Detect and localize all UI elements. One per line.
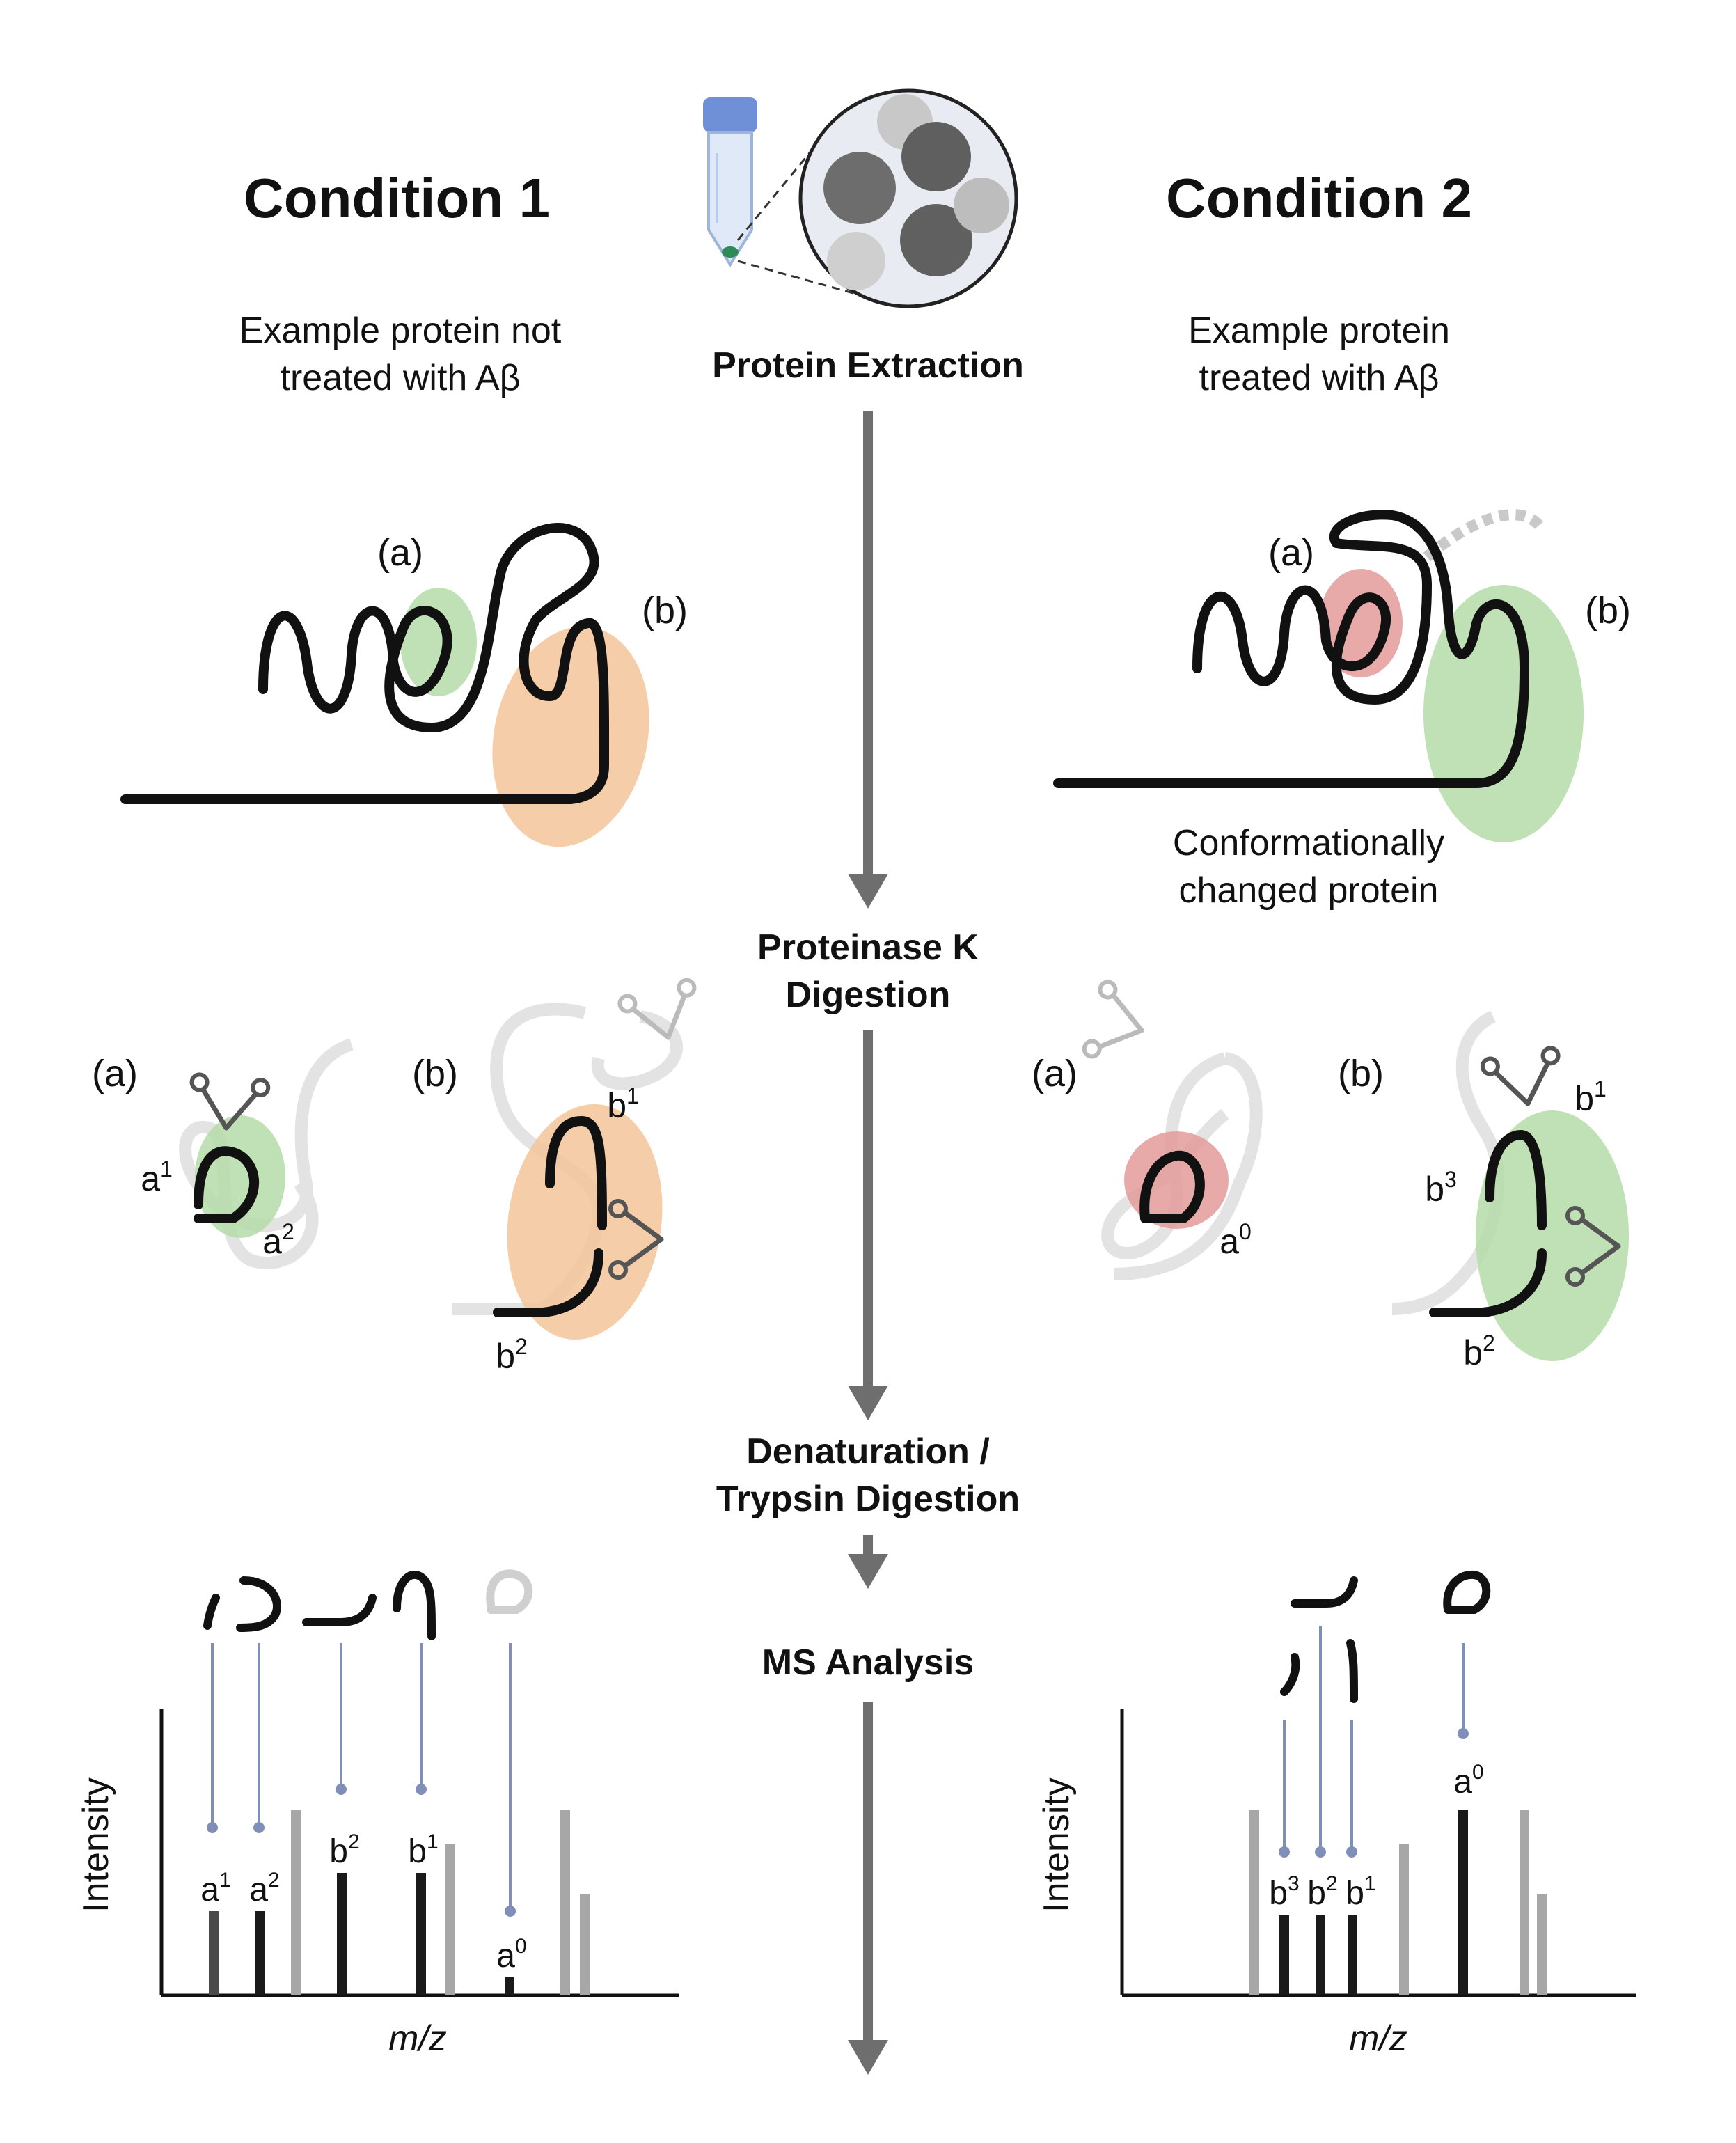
bar-label-b3: b3 [1269, 1872, 1299, 1912]
step-proteinase-k-line1: Proteinase K [757, 927, 979, 968]
bar-a1 [209, 1911, 219, 1995]
bar-grey [580, 1894, 590, 1995]
bar-grey [1537, 1894, 1547, 1995]
pk-cond2-region-b: (b) b1 b3 b2 [1338, 1010, 1629, 1372]
bar-a2 [255, 1911, 265, 1995]
protein-aggregate-icon [798, 88, 1018, 308]
pk-cond1-region-b: (b) b1 b2 [412, 978, 705, 1376]
bar-label-a1: a1 [200, 1869, 230, 1908]
y-axis-label: Intensity [1036, 1777, 1077, 1913]
pk-cond2-region-a: (a) a0 [1032, 980, 1263, 1280]
region-b-label: (b) [642, 590, 688, 631]
region-b-label: (b) [412, 1053, 458, 1094]
bar-b1 [416, 1873, 426, 1995]
bar-label-b1: b1 [408, 1830, 438, 1870]
bar-grey [1249, 1810, 1259, 1995]
bar-label-a0: a0 [496, 1935, 526, 1975]
peptide-b1-label: b1 [607, 1083, 639, 1125]
condition-2-title: Condition 2 [1166, 167, 1472, 229]
bar-a0 [1458, 1810, 1468, 1995]
bar-grey [560, 1810, 570, 1995]
falcon-tube-icon [703, 97, 757, 267]
y-axis-label: Intensity [76, 1777, 116, 1913]
x-axis-label: m/z [388, 2018, 447, 2059]
region-a-label: (a) [1032, 1053, 1078, 1094]
step-protein-extraction: Protein Extraction [712, 345, 1024, 386]
condition-1-protein: (a) (b) [120, 523, 688, 847]
condition-1-title: Condition 1 [244, 167, 550, 229]
region-b-label: (b) [1338, 1053, 1384, 1094]
bar-b3 [1279, 1915, 1289, 1995]
bar-label-b2: b2 [1307, 1872, 1337, 1912]
condition-1-desc-line2: treated with Aβ [281, 358, 521, 398]
spectrum-condition-1: Intensity m/z a1 a2 b2 b1 a0 [76, 1643, 679, 2059]
bar-grey [1399, 1844, 1409, 1995]
region-b-label: (b) [1585, 590, 1631, 631]
step-denaturation-line2: Trypsin Digestion [716, 1479, 1020, 1519]
bar-label-b1: b1 [1346, 1872, 1375, 1912]
peptide-a0-label: a0 [1220, 1219, 1252, 1261]
conformational-note-line1: Conformationally [1173, 823, 1444, 863]
condition-2-desc-line2: treated with Aβ [1199, 358, 1439, 398]
peptide-b3-label: b3 [1425, 1167, 1457, 1209]
condition-1-desc-line1: Example protein not [239, 311, 562, 351]
pk-cond1-region-a: (a) a1 a2 [92, 1038, 354, 1269]
peptide-b2-label: b2 [1463, 1330, 1495, 1372]
step-ms-analysis: MS Analysis [762, 1642, 974, 1683]
peptide-b2-label: b2 [496, 1334, 528, 1376]
step-denaturation-line1: Denaturation / [746, 1431, 990, 1472]
conformational-note-line2: changed protein [1179, 870, 1439, 911]
spectrum-condition-2: Intensity m/z b3 b2 b1 a0 [1036, 1626, 1636, 2059]
cond1-peptide-glyphs [203, 1569, 533, 1640]
bar-grey [291, 1810, 301, 1995]
bar-label-a0: a0 [1453, 1761, 1483, 1800]
cond2-peptide-glyphs [1280, 1570, 1491, 1703]
bar-label-b2: b2 [329, 1830, 359, 1870]
bar-label-a2: a2 [249, 1869, 279, 1908]
bar-a0 [505, 1977, 514, 1995]
x-axis-label: m/z [1349, 2018, 1407, 2059]
region-a-label: (a) [1268, 532, 1314, 574]
condition-2-desc-line1: Example protein [1188, 311, 1450, 351]
bar-b1 [1348, 1915, 1357, 1995]
bar-b2 [1316, 1915, 1325, 1995]
peptide-b1-label: b1 [1575, 1076, 1607, 1118]
peptide-a1-label: a1 [141, 1156, 173, 1198]
peptide-a2-label: a2 [262, 1219, 294, 1261]
step-proteinase-k-line2: Digestion [786, 975, 951, 1015]
bar-grey [1520, 1810, 1529, 1995]
region-a-label: (a) [92, 1053, 138, 1094]
bar-b2 [337, 1873, 347, 1995]
bar-grey [445, 1844, 455, 1995]
condition-2-protein: (a) (b) [1053, 509, 1631, 842]
region-a-label: (a) [377, 532, 423, 574]
